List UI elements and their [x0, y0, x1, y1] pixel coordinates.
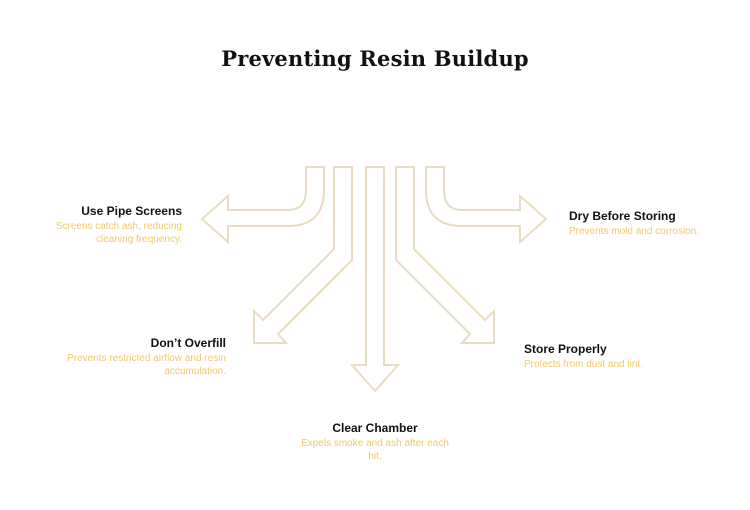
- tip-description: Screens catch ash, reducing cleaning fre…: [55, 221, 182, 245]
- tip-use-pipe-screens: Use Pipe Screens Screens catch ash, redu…: [28, 204, 182, 246]
- tip-heading: Dry Before Storing: [569, 209, 676, 223]
- arrow-dont-overfill: [253, 166, 353, 344]
- tip-description: Prevents mold and corrosion.: [569, 226, 700, 237]
- arrow-dry-before-storing: [425, 166, 548, 245]
- tip-dry-before-storing: Dry Before Storing Prevents mold and cor…: [569, 209, 739, 239]
- tip-heading: Clear Chamber: [332, 421, 418, 435]
- tip-heading: Use Pipe Screens: [81, 204, 182, 218]
- tip-description: Protects from dust and lint.: [524, 359, 643, 370]
- tip-description: Expels smoke and ash after each hit.: [301, 438, 449, 462]
- arrow-use-pipe-screens: [200, 166, 325, 245]
- arrow-store-properly: [395, 166, 495, 344]
- tip-clear-chamber: Clear Chamber Expels smoke and ash after…: [300, 421, 450, 463]
- tip-heading: Don’t Overfill: [150, 336, 226, 350]
- tip-dont-overfill: Don’t Overfill Prevents restricted airfl…: [60, 336, 226, 378]
- tip-store-properly: Store Properly Protects from dust and li…: [524, 342, 704, 372]
- tip-description: Prevents restricted airflow and resin ac…: [67, 353, 226, 377]
- tip-heading: Store Properly: [524, 342, 607, 356]
- diagram-title: Preventing Resin Buildup: [221, 46, 529, 71]
- arrow-clear-chamber: [349, 166, 401, 393]
